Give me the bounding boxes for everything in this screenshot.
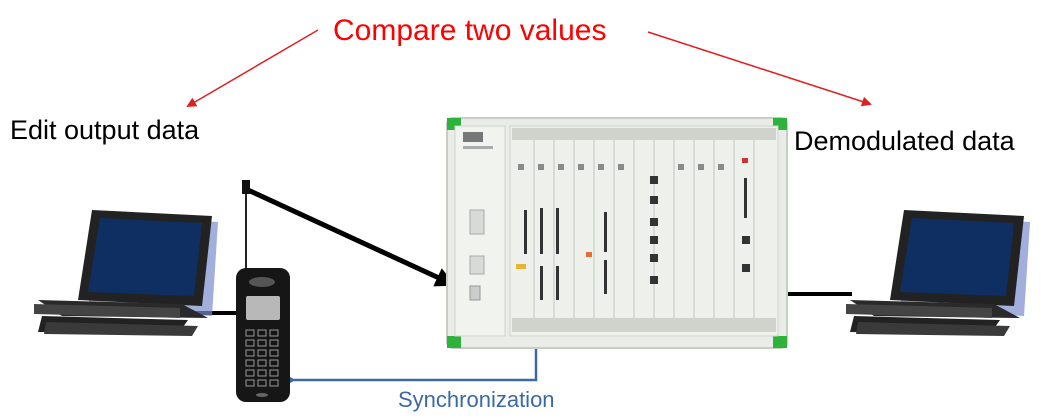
- laptop-icon: [34, 210, 218, 336]
- compare-arrow-left: [186, 29, 319, 108]
- diagram-title: Compare two values: [333, 14, 607, 47]
- edit-output-data-label: Edit output data: [10, 115, 200, 145]
- mobile-phone-icon: [236, 180, 290, 402]
- synchronization-arrow: [282, 334, 538, 387]
- compare-arrow-right: [647, 31, 872, 107]
- laptop-icon: [846, 210, 1030, 336]
- demodulated-data-label: Demodulated data: [794, 126, 1015, 156]
- radio-link-arrow: [246, 187, 456, 287]
- synchronization-label: Synchronization: [398, 387, 555, 412]
- measurement-instrument-icon: [446, 117, 788, 349]
